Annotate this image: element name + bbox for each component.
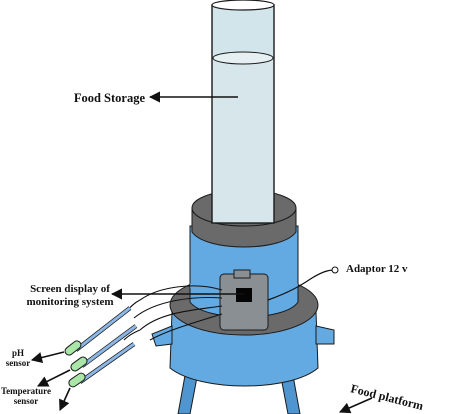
temperature-sensor-label-line2: sensor: [14, 396, 39, 406]
adaptor-label: Adaptor 12 v: [346, 263, 408, 275]
food-storage-liquid: [213, 58, 273, 222]
sensor-wires: [123, 285, 223, 341]
ph-sensor-label-line2: sensor: [6, 358, 31, 368]
left-spout: [151, 325, 173, 347]
screen-display-label-line1: Screen display of: [30, 283, 110, 295]
temperature-sensor-label-line1: Temperature: [1, 386, 51, 396]
sensor-probes: [74, 306, 138, 384]
screen-display-label-line2: monitoring system: [26, 296, 113, 308]
sensor-tips: [64, 340, 88, 388]
ph-sensor-label-line1: pH: [12, 348, 24, 358]
box-top-notch: [233, 269, 251, 279]
liquid-surface: [212, 51, 274, 65]
extra-sensor-arrow: [59, 387, 71, 412]
ph-sensor-arrow: [30, 351, 65, 363]
food-platform-arrow: [338, 397, 373, 414]
adaptor-plug: [331, 266, 339, 274]
right-spout: [315, 325, 335, 345]
tube-top-rim: [211, 0, 275, 11]
annotation-arrows: [30, 91, 373, 414]
screen-display: [236, 288, 252, 302]
food-storage-label: Food Storage: [74, 91, 146, 105]
food-platform-label: Food platform: [349, 381, 425, 413]
adaptor-cable: [267, 269, 335, 301]
temperature-sensor-arrow: [36, 369, 71, 387]
